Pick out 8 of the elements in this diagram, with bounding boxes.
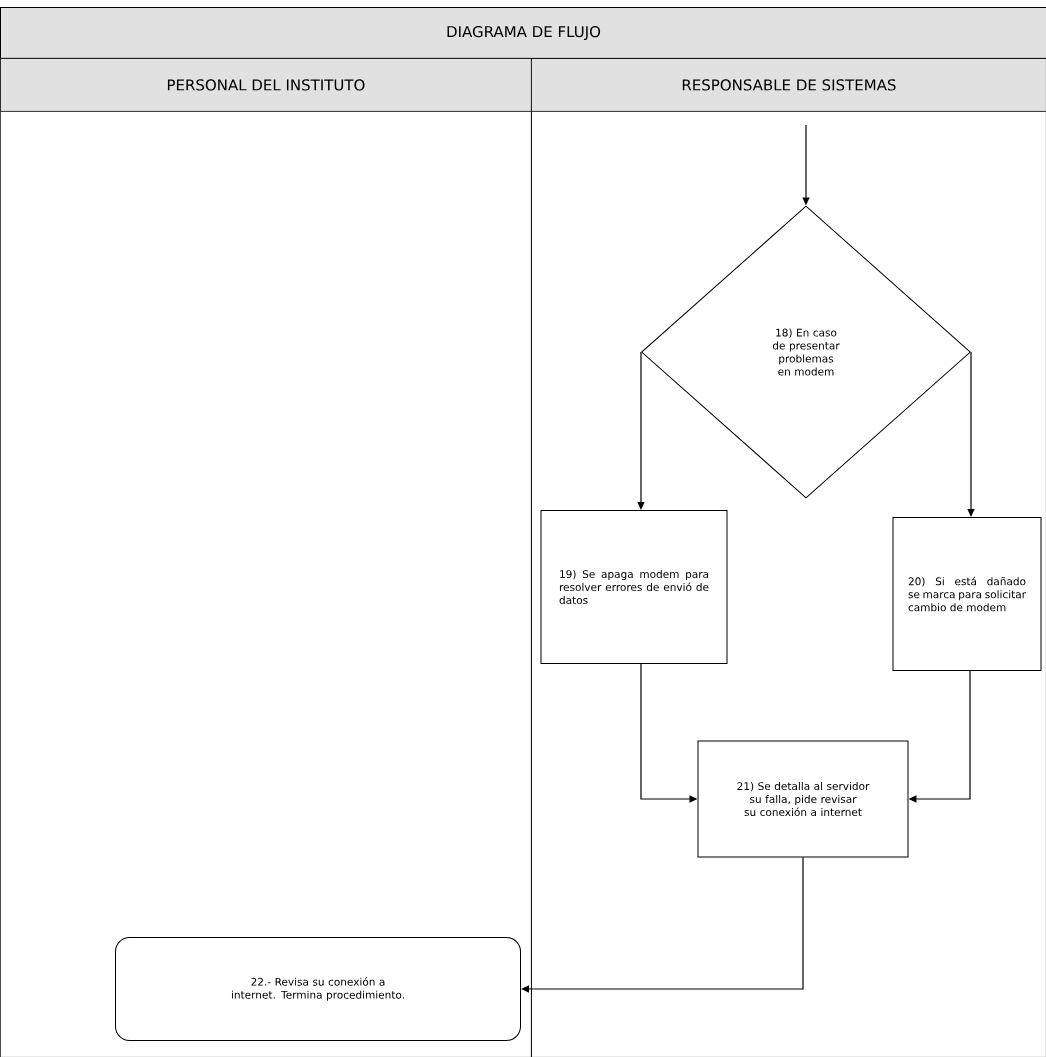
terminal-box: 22.- Revisa su conexión a internet. Termina procedimiento. <box>115 937 521 1041</box>
title-bar: DIAGRAMA DE FLUJO <box>0 7 1046 59</box>
arrow <box>967 351 975 517</box>
process-box: 21) Se detalla al servidor su falla, pide revisar su conexión a internet <box>697 740 909 858</box>
arrow <box>637 351 645 510</box>
process-box: 20) Si está dañado se marca para solicitar cambio de modem <box>892 517 1042 671</box>
arrow <box>521 856 804 993</box>
process-box: 19) Se apaga modem para resolver errores de envió de datos <box>540 510 728 664</box>
